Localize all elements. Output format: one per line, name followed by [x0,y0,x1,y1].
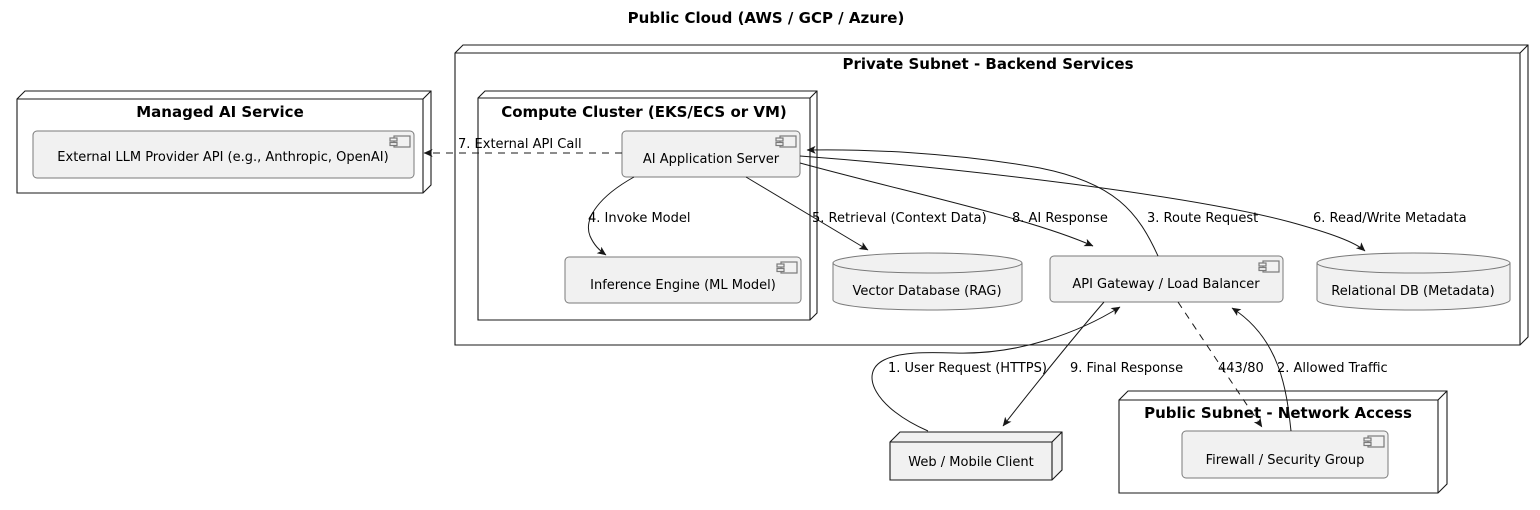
component-firewall: Firewall / Security Group [1181,430,1389,479]
edge-label-user-request: 1. User Request (HTTPS) [888,361,1047,376]
component-ai-server-label: AI Application Server [643,152,780,167]
edge-port-443-80 [1177,301,1263,428]
container-compute-cluster-label: Compute Cluster (EKS/ECS or VM) [501,103,787,121]
component-api-gateway: API Gateway / Load Balancer [1049,255,1284,303]
component-inference: Inference Engine (ML Model) [564,256,802,304]
container-public-subnet-label: Public Subnet - Network Access [1144,404,1412,422]
edge-label-invoke-model: 4. Invoke Model [588,211,690,226]
database-relational-db-label: Relational DB (Metadata) [1331,284,1494,299]
database-vector-db-label: Vector Database (RAG) [852,284,1001,299]
edge-retrieval [745,176,869,251]
edge-final-response [1002,301,1105,427]
edge-allowed-traffic [1231,307,1292,432]
edge-label-retrieval: 5. Retrieval (Context Data) [812,211,987,226]
container-private-subnet-label: Private Subnet - Backend Services [842,55,1133,73]
component-icon [776,261,798,274]
edge-label-external-api-call: 7. External API Call [458,137,582,152]
edge-labels: 7. External API Call 4. Invoke Model 5. … [458,137,1467,376]
edges [423,145,1366,432]
database-relational-db: Relational DB (Metadata) [1316,252,1511,311]
component-llm-api: External LLM Provider API (e.g., Anthrop… [32,130,415,179]
edge-user-request [871,306,1121,432]
edge-read-write-metadata [799,155,1366,252]
component-icon [1363,435,1385,448]
database-vector-db: Vector Database (RAG) [832,252,1023,311]
component-icon [389,135,411,148]
component-ai-server: AI Application Server [621,130,801,178]
edge-route-request [806,145,1159,257]
component-api-gateway-label: API Gateway / Load Balancer [1072,277,1260,292]
edge-label-port-443-80: 443/80 [1218,361,1264,376]
edge-label-read-write-metadata: 6. Read/Write Metadata [1313,211,1467,226]
edge-label-route-request: 3. Route Request [1147,211,1258,226]
component-firewall-label: Firewall / Security Group [1206,453,1365,468]
container-managed-ai-label: Managed AI Service [136,103,304,121]
component-icon [1258,260,1280,273]
component-inference-label: Inference Engine (ML Model) [590,278,776,293]
component-llm-api-label: External LLM Provider API (e.g., Anthrop… [57,150,388,165]
edge-invoke-model [588,176,635,256]
node-web-client: Web / Mobile Client [889,431,1063,481]
edge-label-allowed-traffic: 2. Allowed Traffic [1277,361,1388,376]
edge-ai-response [799,162,1094,247]
node-web-client-label: Web / Mobile Client [908,455,1033,470]
component-icon [775,135,797,148]
edge-label-ai-response: 8. AI Response [1012,211,1108,226]
edge-label-final-response: 9. Final Response [1070,361,1183,376]
diagram-title: Public Cloud (AWS / GCP / Azure) [628,9,905,27]
